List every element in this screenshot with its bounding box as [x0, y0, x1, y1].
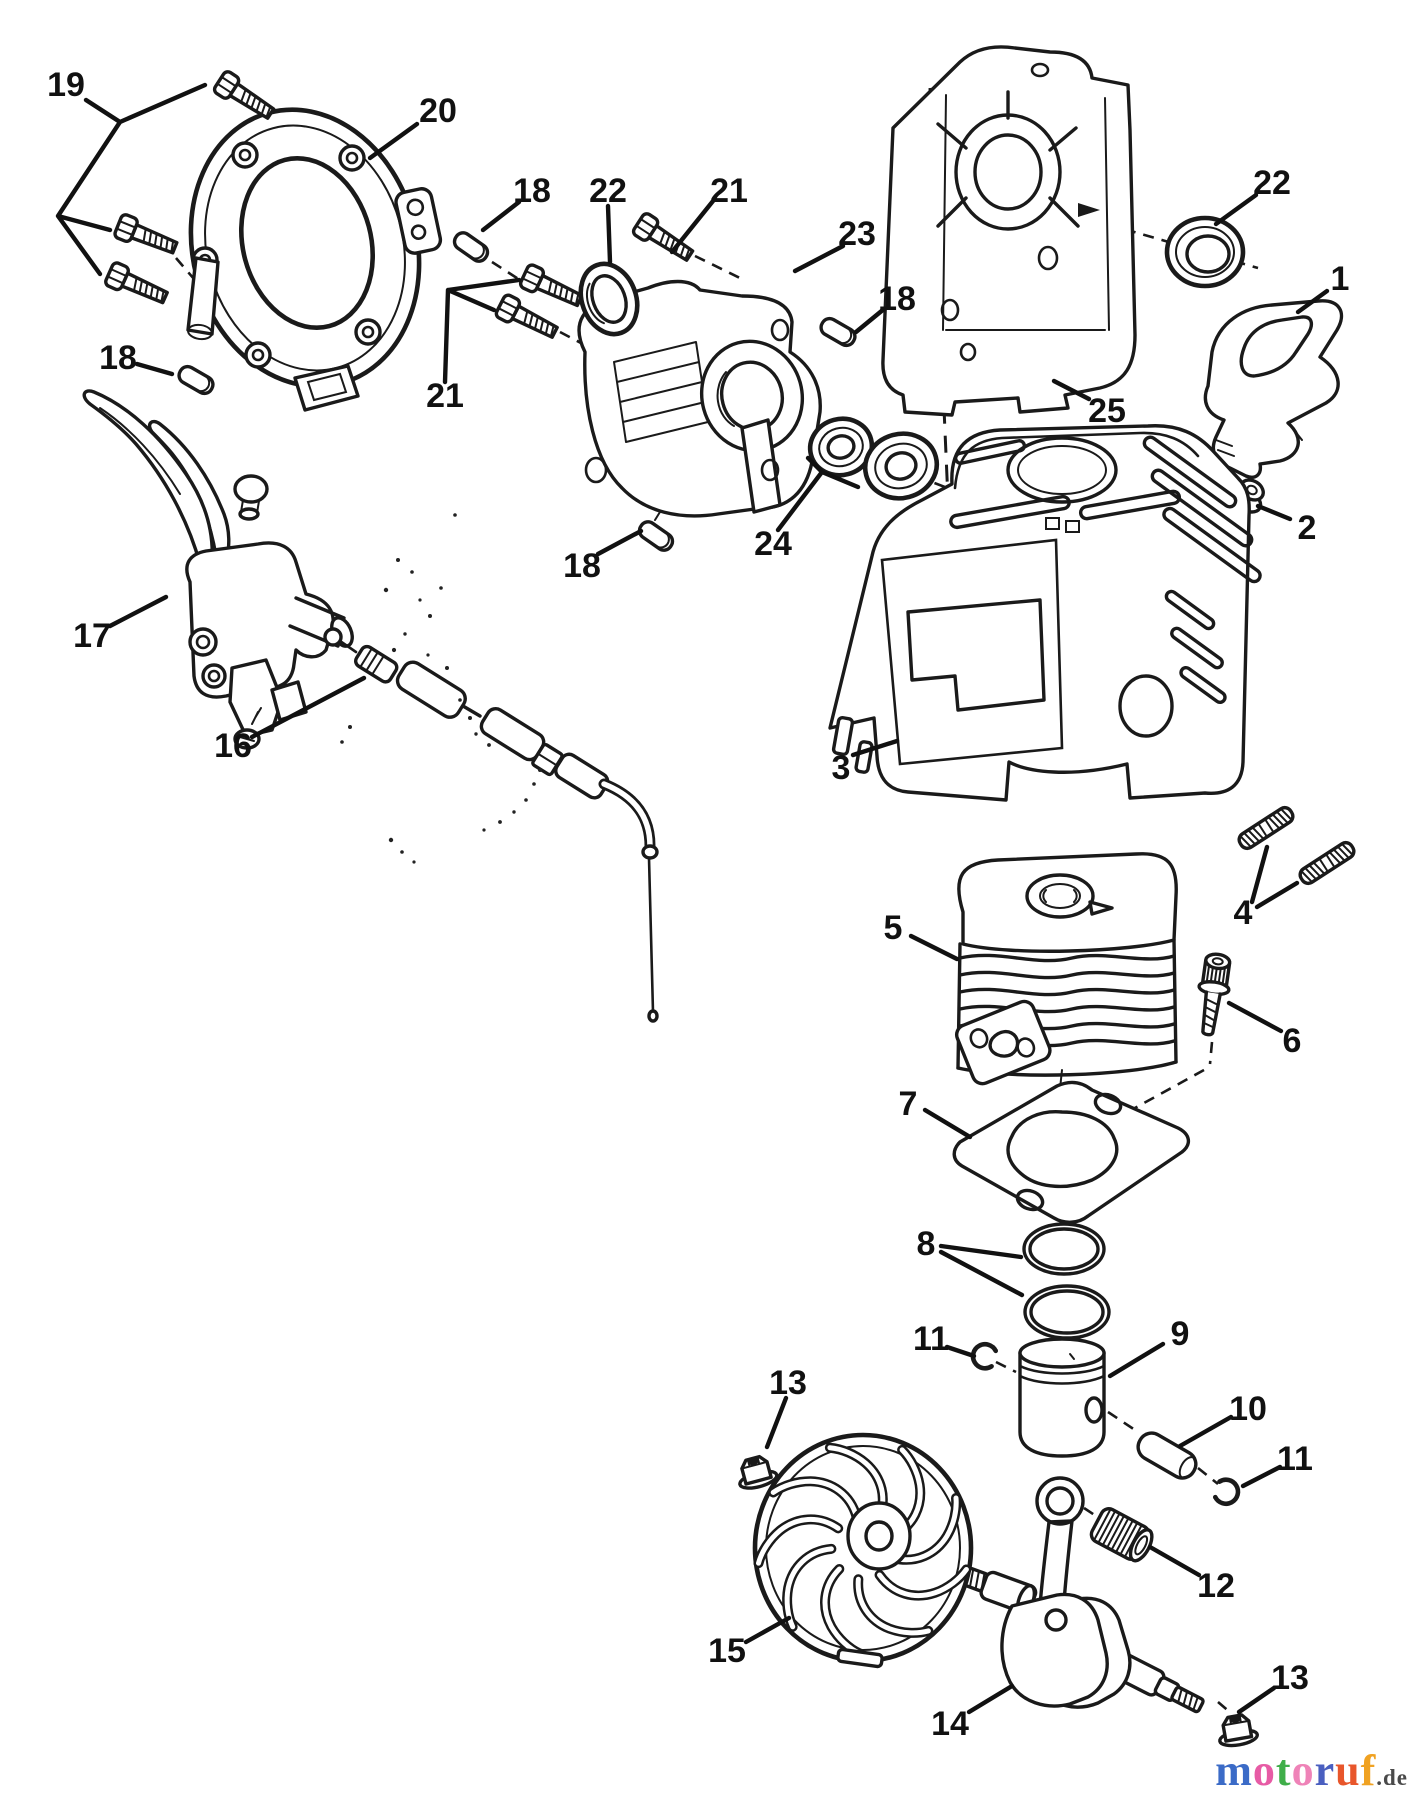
logo-letter: f	[1360, 1746, 1377, 1795]
callout-leader-lines	[55, 82, 1330, 1715]
crankcase-half-part-23	[577, 279, 822, 518]
callout-13-label-b: 13	[1271, 1659, 1309, 1697]
callout-18-label-d: 18	[563, 547, 601, 585]
callout-21-label-b: 21	[426, 377, 464, 415]
callout-15-label: 15	[708, 1632, 746, 1670]
callout-numbers: 19 20 18 22 21 23 18 22 1 25 18 21 24 18…	[47, 66, 1349, 1743]
bracket-part-1	[1203, 299, 1344, 479]
callout-19-label: 19	[47, 66, 85, 104]
oil-seal-part-22-right	[1164, 215, 1246, 289]
callout-12-label: 12	[1197, 1567, 1235, 1605]
callout-22-label-b: 22	[1253, 164, 1291, 202]
callout-13-label-a: 13	[769, 1364, 807, 1402]
studs-part-4	[1234, 803, 1359, 888]
fan-housing-part-20	[186, 107, 443, 412]
logo-letter: u	[1335, 1746, 1361, 1795]
callout-16-label: 16	[214, 727, 252, 765]
callout-11-label-a: 11	[913, 1320, 949, 1358]
callout-10-label: 10	[1229, 1390, 1267, 1428]
flange-ear	[394, 187, 443, 255]
crankcase-half-part-25	[881, 45, 1137, 417]
callout-1-label: 1	[1331, 260, 1350, 298]
flange-nut-part-13-bottom	[1214, 1711, 1261, 1750]
engine-shroud-part-3	[828, 424, 1262, 802]
cylinder-gasket-part-7	[952, 1080, 1190, 1224]
callout-4-label: 4	[1234, 894, 1253, 932]
cylinder-exhaust-flange	[954, 999, 1052, 1086]
callout-18-label-b: 18	[878, 280, 916, 318]
logo-letter: r	[1314, 1746, 1336, 1795]
wrist-pin-part-10	[1136, 1431, 1198, 1480]
logo-letter: o	[1291, 1746, 1315, 1795]
callout-11-label-b: 11	[1277, 1440, 1313, 1478]
stipple-marks	[340, 513, 542, 864]
callout-14-label: 14	[931, 1705, 969, 1743]
flywheel-part-15	[752, 1432, 974, 1669]
callout-9-label: 9	[1171, 1315, 1190, 1353]
callout-2-label: 2	[1298, 509, 1317, 547]
callout-7-label: 7	[899, 1085, 918, 1123]
piston-rings-part-8	[1022, 1222, 1111, 1340]
ball-bearings-part-24	[807, 416, 940, 501]
callout-18-label-c: 18	[99, 339, 137, 377]
cylinder-part-5	[954, 852, 1178, 1086]
oil-seal-part-22-left	[578, 261, 640, 337]
piston-part-9	[1018, 1337, 1106, 1458]
logo-letter: t	[1275, 1746, 1292, 1795]
logo-suffix: .de	[1376, 1765, 1408, 1790]
callout-5-label: 5	[884, 909, 903, 947]
callout-17-label: 17	[73, 617, 111, 655]
bolt-part-6	[1197, 952, 1232, 1037]
crankshaft-part-14	[950, 1476, 1205, 1714]
callout-18-label-a: 18	[513, 172, 551, 210]
callout-22-label-a: 22	[589, 172, 627, 210]
callout-20-label: 20	[419, 92, 457, 130]
throttle-lever-part-17	[82, 389, 354, 750]
callout-24-label: 24	[754, 525, 792, 563]
callout-25-label: 25	[1088, 392, 1126, 430]
logo-letter: o	[1252, 1746, 1276, 1795]
callout-3-label: 3	[832, 749, 851, 787]
logo-letter: m	[1215, 1746, 1253, 1795]
shroud-vents	[949, 435, 1262, 705]
callout-21-label-a: 21	[710, 172, 748, 210]
callout-8-label: 8	[917, 1225, 936, 1263]
needle-bearing-part-12	[1089, 1507, 1154, 1563]
throttle-cable-part-16	[323, 627, 659, 1023]
callout-6-label: 6	[1283, 1022, 1302, 1060]
callout-23-label: 23	[838, 215, 876, 253]
motoruf-logo: motoruf.de	[1215, 1745, 1408, 1796]
